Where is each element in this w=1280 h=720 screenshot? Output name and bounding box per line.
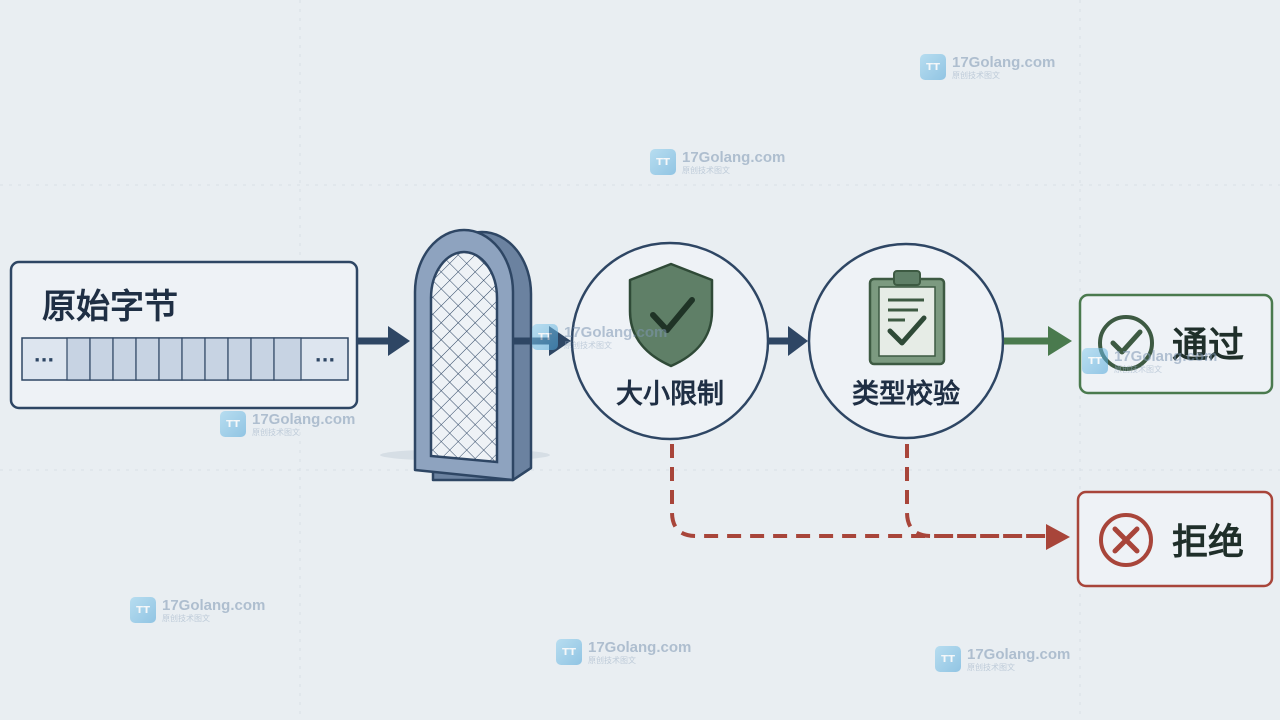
byte-ellipsis-left: ··· xyxy=(34,350,55,371)
size-limit-label: 大小限制 xyxy=(616,379,724,410)
reject-label: 拒绝 xyxy=(1172,521,1244,563)
check-circle-icon xyxy=(1098,315,1154,371)
arrow-size-to-type xyxy=(769,326,808,356)
x-circle-icon xyxy=(1099,513,1153,567)
type-check-node: 类型校验 xyxy=(807,242,1005,440)
clipboard-check-icon xyxy=(868,270,946,366)
arrow-raw-to-gate xyxy=(358,326,410,356)
mesh-gate-icon xyxy=(380,228,550,482)
shield-check-icon xyxy=(628,262,714,368)
reject-paths xyxy=(670,444,1046,538)
pass-node: 通过 xyxy=(1078,293,1274,395)
byte-ellipsis-right: ··· xyxy=(315,350,336,371)
raw-bytes-node: 原始字节 ··· ··· xyxy=(9,260,359,410)
raw-bytes-label: 原始字节 xyxy=(42,287,178,327)
arrow-type-to-pass xyxy=(1004,326,1072,356)
type-check-label: 类型校验 xyxy=(852,378,960,410)
pass-label: 通过 xyxy=(1172,325,1244,366)
reject-arrowhead xyxy=(1046,524,1070,550)
reject-node: 拒绝 xyxy=(1076,490,1274,588)
byte-array: ··· ··· xyxy=(21,337,349,381)
size-limit-node: 大小限制 xyxy=(570,241,770,441)
